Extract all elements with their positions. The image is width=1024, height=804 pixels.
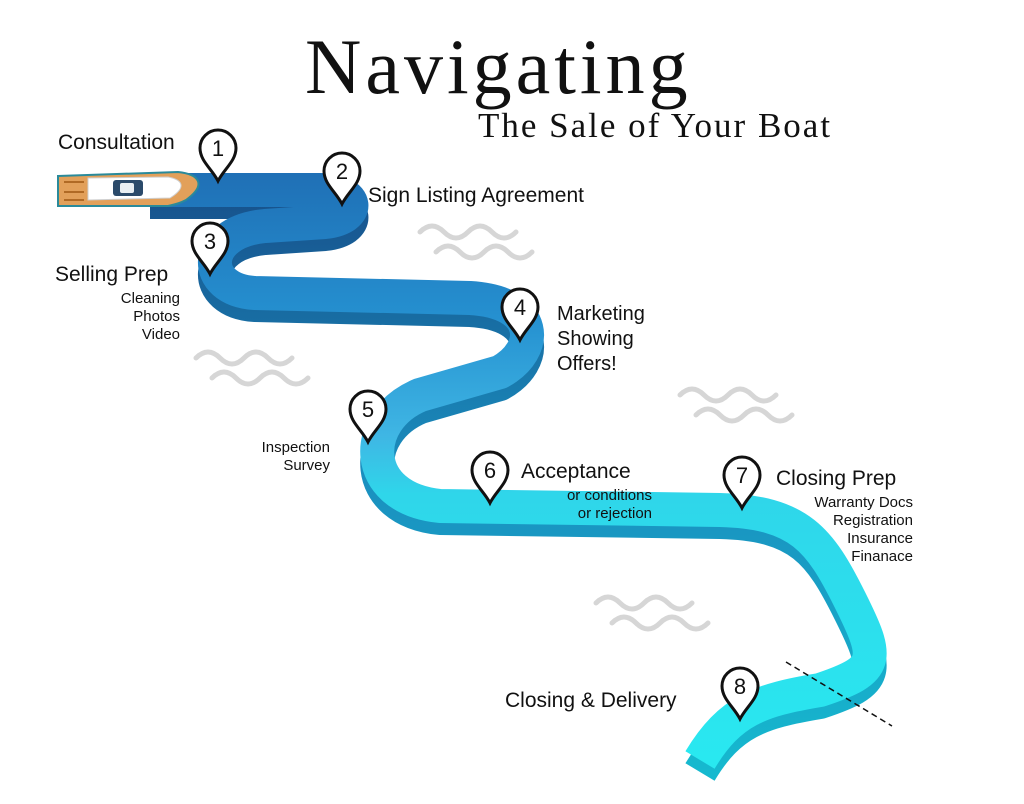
step-1-label: Consultation — [58, 131, 175, 154]
step-3-detail: Video — [141, 326, 180, 343]
step-4-details: Marketing Showing Offers! — [557, 302, 645, 377]
step-6-detail: or conditions — [566, 487, 652, 504]
finish-line — [785, 661, 893, 727]
pin-number: 3 — [204, 229, 216, 254]
title-main: Navigating — [305, 23, 692, 110]
step-7-detail: Warranty Docs — [814, 494, 913, 511]
pin-number: 1 — [212, 136, 224, 161]
step-3-detail: Photos — [133, 308, 180, 325]
step-6-detail: or rejection — [577, 505, 652, 522]
waves-decoration — [193, 223, 795, 632]
step-7-details: Warranty Docs Registration Insurance Fin… — [780, 494, 913, 566]
pin-number: 8 — [734, 674, 746, 699]
step-8-label: Closing & Delivery — [505, 689, 677, 712]
pin-number: 7 — [736, 463, 748, 488]
step-3-label: Selling Prep — [55, 263, 169, 286]
wave-icon — [417, 223, 535, 261]
map-pin-icon: 8 — [720, 666, 760, 723]
step-4-detail: Showing — [557, 328, 634, 350]
step-7-detail: Registration — [832, 512, 913, 529]
wave-icon — [193, 349, 311, 387]
step-3-detail: Cleaning — [120, 290, 180, 307]
step-4-detail: Marketing — [557, 303, 645, 325]
map-pin-icon: 3 — [190, 221, 230, 278]
map-pin-icon: 5 — [348, 389, 388, 446]
pin-number: 6 — [484, 458, 496, 483]
pin-number: 4 — [514, 295, 526, 320]
step-3-details: Cleaning Photos Video — [80, 290, 180, 344]
step-6-details: or conditions or rejection — [530, 487, 652, 523]
step-6-label: Acceptance — [521, 460, 631, 483]
map-pin-icon: 2 — [322, 151, 362, 208]
step-4-detail: Offers! — [557, 353, 617, 375]
map-pin-icon: 4 — [500, 287, 540, 344]
boat-icon — [57, 170, 200, 207]
pin-number: 2 — [336, 159, 348, 184]
pin-number: 5 — [362, 397, 374, 422]
wave-icon — [593, 594, 711, 632]
step-5-detail: Inspection — [261, 439, 330, 456]
map-pin-icon: 6 — [470, 450, 510, 507]
step-7-detail: Finanace — [851, 548, 913, 565]
step-7-label: Closing Prep — [776, 467, 897, 490]
step-5-details: Inspection Survey — [230, 439, 330, 475]
title-subtitle: The Sale of Your Boat — [478, 106, 833, 145]
river-path — [150, 173, 887, 770]
step-2-label: Sign Listing Agreement — [368, 184, 584, 207]
map-pin-icon: 7 — [722, 455, 762, 512]
step-7-detail: Insurance — [847, 530, 913, 547]
map-pin-icon: 1 — [198, 128, 238, 185]
wave-icon — [677, 386, 795, 424]
step-5-detail: Survey — [283, 457, 330, 474]
